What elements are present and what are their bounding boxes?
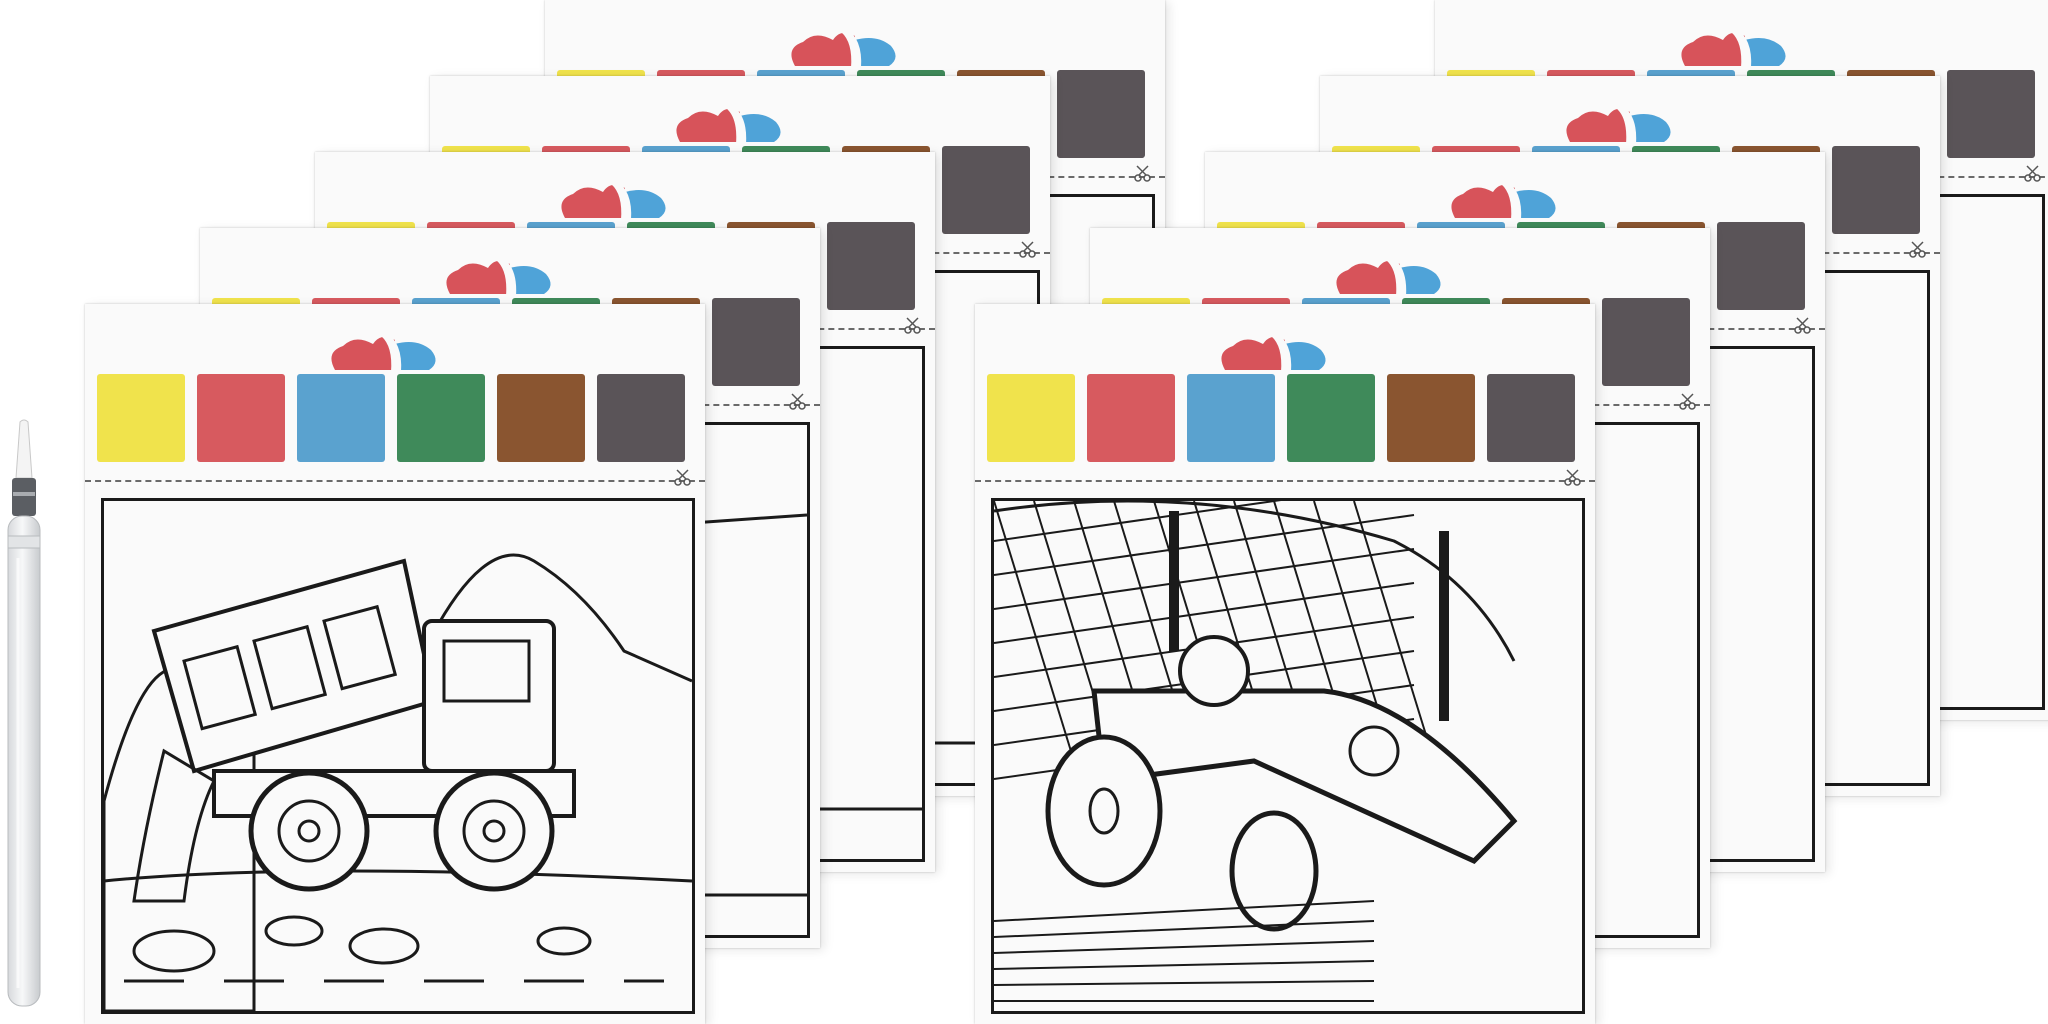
brand-logo-icon (1221, 332, 1326, 372)
brand-logo-icon (1681, 28, 1786, 68)
scissors-icon (904, 317, 921, 334)
paint-swatch-red (1087, 374, 1175, 462)
paint-swatch-dark-grey (1717, 222, 1805, 310)
brand-logo-icon (1336, 256, 1441, 296)
paint-swatch-dark-grey (942, 146, 1030, 234)
paint-swatch-dark-grey (1602, 298, 1690, 386)
paint-swatch-blue (297, 374, 385, 462)
paint-swatch-dark-grey (597, 374, 685, 462)
scissors-icon (1019, 241, 1036, 258)
scissors-icon (1564, 469, 1581, 486)
scissors-icon (674, 469, 691, 486)
coloring-scene-dump-truck (101, 498, 695, 1014)
scissors-icon (2024, 165, 2041, 182)
paint-swatch-yellow (97, 374, 185, 462)
brand-logo-icon (791, 28, 896, 68)
paint-swatch-dark-grey (1487, 374, 1575, 462)
paint-swatch-yellow (987, 374, 1075, 462)
paint-swatch-row (97, 374, 689, 462)
paint-swatch-dark-grey (827, 222, 915, 310)
paint-swatch-dark-grey (1832, 146, 1920, 234)
paint-swatch-red (197, 374, 285, 462)
paint-swatch-blue (1187, 374, 1275, 462)
scissors-icon (1909, 241, 1926, 258)
paint-swatch-green (397, 374, 485, 462)
brand-logo-icon (446, 256, 551, 296)
brand-logo-icon (1566, 104, 1671, 144)
scissors-icon (1134, 165, 1151, 182)
paint-swatch-dark-grey (712, 298, 800, 386)
cut-line (85, 480, 705, 482)
cut-line (975, 480, 1595, 482)
coloring-sheet-race-car (975, 304, 1595, 1024)
water-brush-pen (2, 418, 52, 1012)
paint-swatch-row (987, 374, 1579, 462)
brand-logo-icon (1451, 180, 1556, 220)
paint-swatch-green (1287, 374, 1375, 462)
scissors-icon (789, 393, 806, 410)
coloring-scene-race-car (991, 498, 1585, 1014)
brand-logo-icon (561, 180, 666, 220)
scissors-icon (1679, 393, 1696, 410)
brand-logo-icon (676, 104, 781, 144)
paint-swatch-dark-grey (1057, 70, 1145, 158)
paint-swatch-dark-grey (1947, 70, 2035, 158)
coloring-sheet-dump-truck (85, 304, 705, 1024)
paint-swatch-brown (1387, 374, 1475, 462)
brand-logo-icon (331, 332, 436, 372)
paint-swatch-brown (497, 374, 585, 462)
scissors-icon (1794, 317, 1811, 334)
